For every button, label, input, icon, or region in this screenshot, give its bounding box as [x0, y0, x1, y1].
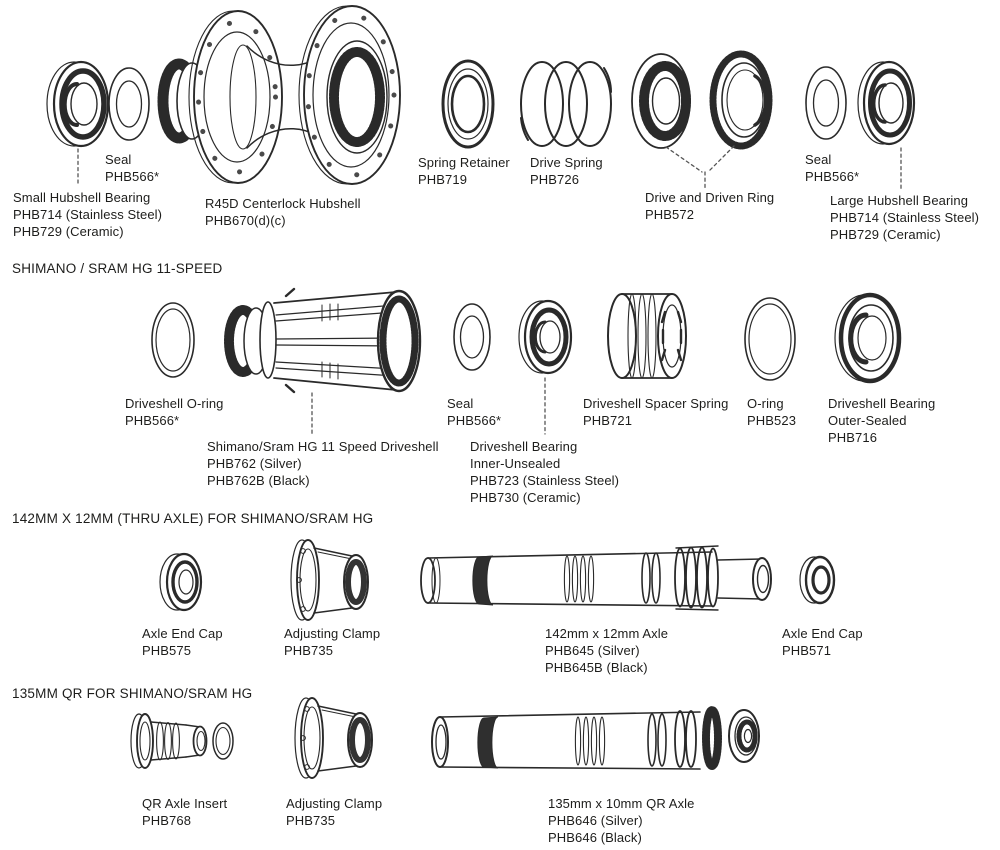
spring-retainer-drawing	[441, 59, 495, 149]
label-spring-retainer: Spring Retainer PHB719	[418, 155, 510, 187]
section-header-135mm: 135MM QR FOR SHIMANO/SRAM HG	[12, 686, 253, 701]
section-header-142mm: 142MM X 12MM (THRU AXLE) FOR SHIMANO/SRA…	[12, 511, 374, 526]
label-driveshell-spacer-spring: Driveshell Spacer Spring PHB721	[583, 396, 729, 428]
label-large-hubshell-bearing: Large Hubshell Bearing PHB714 (Stainless…	[830, 193, 980, 242]
adjusting-clamp-135-drawing	[294, 697, 373, 779]
label-drive-and-driven-ring: Drive and Driven Ring PHB572	[645, 190, 775, 222]
drive-spring-drawing	[520, 61, 612, 147]
adjusting-clamp-142-drawing	[290, 539, 369, 621]
drive-ring-drawing	[631, 53, 691, 149]
label-axle-end-cap-575: Axle End Cap PHB575	[142, 626, 223, 658]
axle-142-drawing	[420, 545, 772, 611]
label-seal-driveshell: Seal PHB566*	[447, 396, 502, 428]
label-small-hubshell-bearing: Small Hubshell Bearing PHB714 (Stainless…	[13, 190, 163, 239]
label-driveshell: Shimano/Sram HG 11 Speed Driveshell PHB7…	[207, 439, 439, 488]
qr-axle-insert-drawing	[130, 713, 208, 769]
label-seal-right: Seal PHB566*	[805, 152, 860, 184]
label-hubshell: R45D Centerlock Hubshell PHB670(d)(c)	[205, 196, 361, 228]
driveshell-drawing	[224, 287, 422, 394]
leader-driven-ring	[707, 145, 735, 173]
leader-drive-ring	[665, 146, 703, 173]
label-oring: O-ring PHB523	[747, 396, 797, 428]
small-hubshell-bearing-drawing	[46, 60, 110, 148]
label-qr-axle-insert: QR Axle Insert PHB768	[142, 796, 228, 828]
label-adjusting-clamp-142: Adjusting Clamp PHB735	[284, 626, 381, 658]
large-hubshell-bearing-drawing	[857, 60, 916, 146]
seal-right-drawing	[805, 66, 847, 140]
label-drive-spring: Drive Spring PHB726	[530, 155, 603, 187]
driveshell-oring-drawing	[151, 302, 195, 378]
label-axle-end-cap-571: Axle End Cap PHB571	[782, 626, 863, 658]
qr-axle-135-drawing	[431, 706, 760, 770]
leader-lines	[77, 145, 902, 437]
driveshell-bearing-inner-drawing	[518, 299, 573, 375]
axle-end-cap-571-drawing	[799, 555, 836, 605]
label-driveshell-bearing-outer: Driveshell Bearing Outer-Sealed PHB716	[828, 396, 936, 445]
driveshell-spacer-spring-drawing	[607, 293, 687, 379]
driven-ring-drawing	[709, 50, 773, 150]
driveshell-bearing-outer-drawing	[834, 292, 902, 384]
label-qr-axle-135: 135mm x 10mm QR Axle PHB646 (Silver) PHB…	[548, 796, 695, 845]
oring-drawing	[744, 297, 796, 381]
label-adjusting-clamp-135: Adjusting Clamp PHB735	[286, 796, 383, 828]
label-driveshell-bearing-inner: Driveshell Bearing Inner-Unsealed PHB723…	[470, 439, 620, 505]
axle-end-cap-575-drawing	[159, 552, 203, 612]
label-seal-left: Seal PHB566*	[105, 152, 160, 184]
qr-insert-oring-drawing	[212, 722, 234, 760]
seal-driveshell-drawing	[453, 303, 491, 371]
seal-left-drawing	[108, 67, 150, 141]
hubshell-drawing	[157, 5, 401, 185]
label-axle-142: 142mm x 12mm Axle PHB645 (Silver) PHB645…	[545, 626, 669, 675]
label-driveshell-oring: Driveshell O-ring PHB566*	[125, 396, 224, 428]
section-header-11-speed: SHIMANO / SRAM HG 11-SPEED	[12, 261, 223, 276]
